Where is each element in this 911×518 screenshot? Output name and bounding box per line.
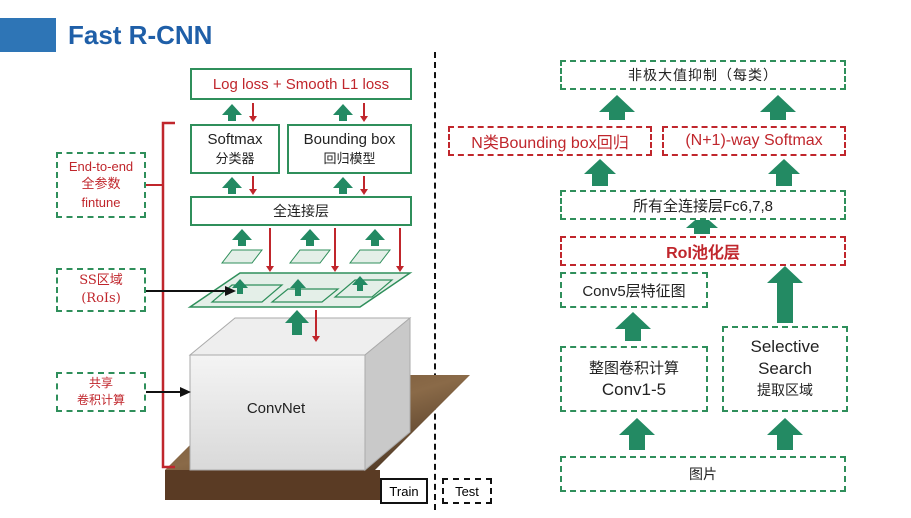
conv5-box: Conv5层特征图 <box>560 272 708 308</box>
softmax-classifier-box: Softmax 分类器 <box>190 124 280 174</box>
ss-region-line-1: SS区域 <box>79 273 123 288</box>
bbox-regressor-box: Bounding box 回归模型 <box>287 124 412 174</box>
green-up-arrow <box>619 418 655 450</box>
green-up-arrow <box>222 104 242 121</box>
bbox-title: Bounding box <box>303 131 396 148</box>
green-up-arrow <box>333 177 353 194</box>
selective-line-1: Selective <box>750 337 820 356</box>
pooled-roi-2 <box>288 249 332 264</box>
ss-region-tag: SS区域 (RoIs) <box>56 268 146 312</box>
green-up-arrow <box>686 214 718 234</box>
convnet-label: ConvNet <box>246 400 306 417</box>
image-box: 图片 <box>560 456 846 492</box>
selective-search-box: Selective Search 提取区域 <box>722 326 848 412</box>
bbox-subtitle: 回归模型 <box>323 152 376 167</box>
input-image-bottom <box>165 470 380 500</box>
right-arrows <box>584 95 803 450</box>
pooled-roi-1 <box>220 249 264 264</box>
green-up-arrow <box>352 276 368 291</box>
full-conv-line-1: 整图卷积计算 <box>588 359 679 377</box>
test-label: Test <box>442 478 492 504</box>
softmax-subtitle: 分类器 <box>215 152 255 167</box>
green-up-arrow <box>285 310 309 335</box>
fc678-box: 所有全连接层Fc6,7,8 <box>560 190 846 220</box>
title-accent-bar <box>0 18 56 52</box>
green-up-arrow <box>232 279 248 294</box>
green-up-arrow <box>333 104 353 121</box>
green-up-arrow <box>232 229 252 246</box>
full-conv-line-2: Conv1-5 <box>601 380 667 399</box>
green-up-arrow <box>767 266 803 323</box>
green-up-arrow <box>300 229 320 246</box>
end-to-end-bracket <box>161 121 175 469</box>
green-up-arrow <box>584 159 616 186</box>
nclass-bbox-box: N类Bounding box回归 <box>448 126 652 156</box>
train-test-divider <box>434 52 436 510</box>
shared-conv-line-1: 共享 <box>88 376 113 390</box>
softmax-title: Softmax <box>207 131 263 148</box>
convnet-cube-front <box>189 354 366 471</box>
green-up-arrow <box>599 95 635 120</box>
green-up-arrow <box>768 159 800 186</box>
roi-box-2 <box>270 288 340 303</box>
green-up-arrow <box>615 312 651 341</box>
shared-conv-tag: 共享 卷积计算 <box>56 372 146 412</box>
end-to-end-line-3: fintune <box>81 195 121 210</box>
shared-conv-line-2: 卷积计算 <box>76 393 125 407</box>
loss-box: Log loss + Smooth L1 loss <box>190 68 412 100</box>
selective-line-3: 提取区域 <box>757 383 813 399</box>
roi-box-3 <box>333 279 394 298</box>
end-to-end-line-2: 全参数 <box>81 177 121 192</box>
shared-conv-pointer-head <box>180 387 191 397</box>
nms-box: 非极大值抑制（每类） <box>560 60 846 90</box>
green-up-arrow <box>365 229 385 246</box>
full-conv-box: 整图卷积计算 Conv1-5 <box>560 346 708 412</box>
end-to-end-tag: End-to-end 全参数 fintune <box>56 152 146 218</box>
green-up-arrow <box>760 95 796 120</box>
roi-pooling-box: RoI池化层 <box>560 236 846 266</box>
n1-softmax-box: (N+1)-way Softmax <box>662 126 846 156</box>
ss-region-line-2: (RoIs) <box>81 291 121 306</box>
slide-title: Fast R-CNN <box>68 20 213 50</box>
fc-layer-box: 全连接层 <box>190 196 412 226</box>
green-up-arrow <box>767 418 803 450</box>
selective-line-2: Search <box>758 359 812 378</box>
ss-region-pointer-head <box>225 286 236 296</box>
green-up-arrow <box>290 279 306 296</box>
pooled-roi-3 <box>348 249 392 264</box>
train-label: Train <box>380 478 428 504</box>
green-up-arrow <box>222 177 242 194</box>
left-arrows <box>222 103 404 342</box>
end-to-end-line-1: End-to-end <box>68 159 134 174</box>
